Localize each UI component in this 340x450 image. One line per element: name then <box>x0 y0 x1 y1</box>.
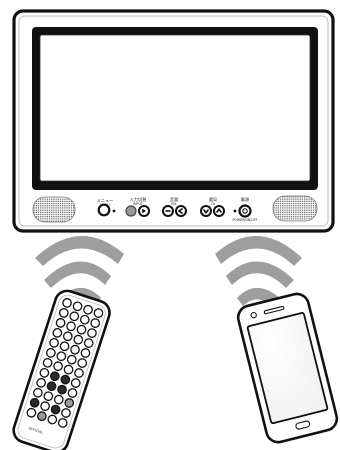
power-sublabel: POWER/ON/OFF <box>232 218 257 222</box>
power-button-icon[interactable] <box>240 206 251 217</box>
volume-up-button[interactable] <box>176 206 186 216</box>
signal-wave-icon <box>226 261 294 288</box>
channel-up-button[interactable] <box>214 206 224 216</box>
remote-control: OFFICIAL <box>11 288 113 450</box>
speaker-grille-icon <box>273 196 317 221</box>
signal-wave-icon <box>44 261 111 288</box>
power-label: 電源 <box>241 196 250 203</box>
smartphone <box>236 291 340 444</box>
input-button-gray[interactable] <box>126 206 136 216</box>
menu-button-icon[interactable] <box>99 205 110 216</box>
power-indicator-dot <box>234 210 237 213</box>
input-switch-sublabel: INPUT <box>133 202 143 206</box>
menu-indicator-dot <box>113 210 116 213</box>
speaker-grille-left <box>33 197 75 222</box>
monitor-screen <box>40 35 310 181</box>
channel-sublabel: CH <box>211 202 216 206</box>
monitor: メニュー MENU 入力切替 INPUT 音量 VOL <box>14 11 333 231</box>
volume-sublabel: VOL <box>171 202 178 206</box>
speaker-grille-icon <box>33 197 75 222</box>
channel-down-button[interactable] <box>201 206 211 216</box>
phone-camera <box>251 312 257 318</box>
speaker-grille-right <box>273 196 317 221</box>
